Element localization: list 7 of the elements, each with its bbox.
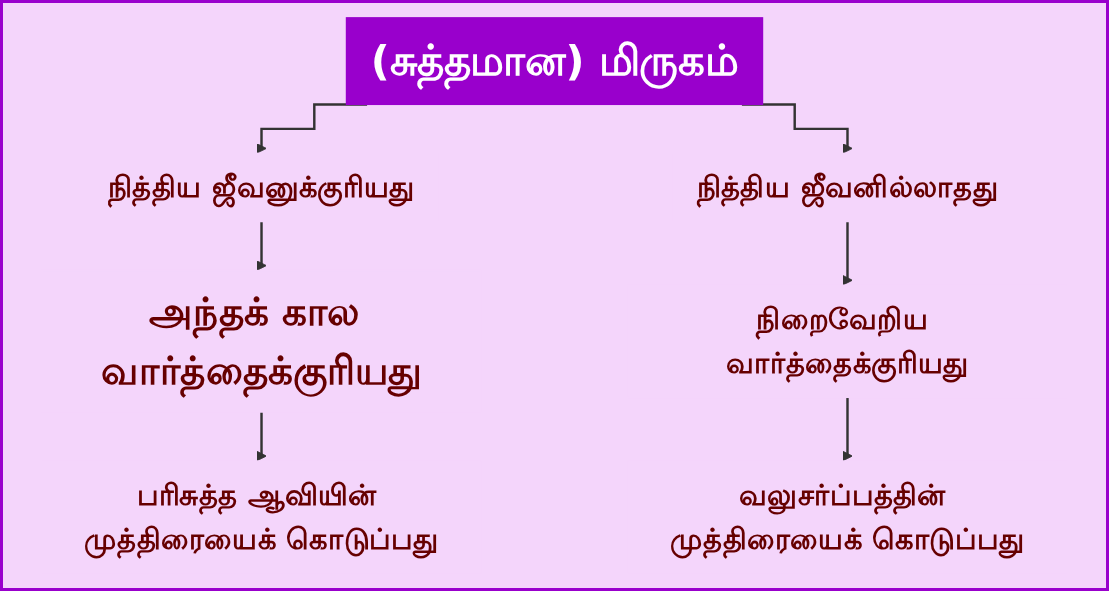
node-text: பரிசுத்த ஆவியின் முத்திரையைக் கொடுப்பது: [84, 478, 439, 557]
arrow: [842, 396, 853, 462]
arrow: [842, 220, 853, 286]
node-box: [345, 17, 764, 106]
node-text: வலுசர்ப்பத்தின் முத்திரையைக் கொடுப்பது: [670, 478, 1025, 557]
node-text: நிறைவேறிய வார்த்தைக்குரியது: [726, 302, 969, 381]
arrow: [256, 220, 267, 271]
